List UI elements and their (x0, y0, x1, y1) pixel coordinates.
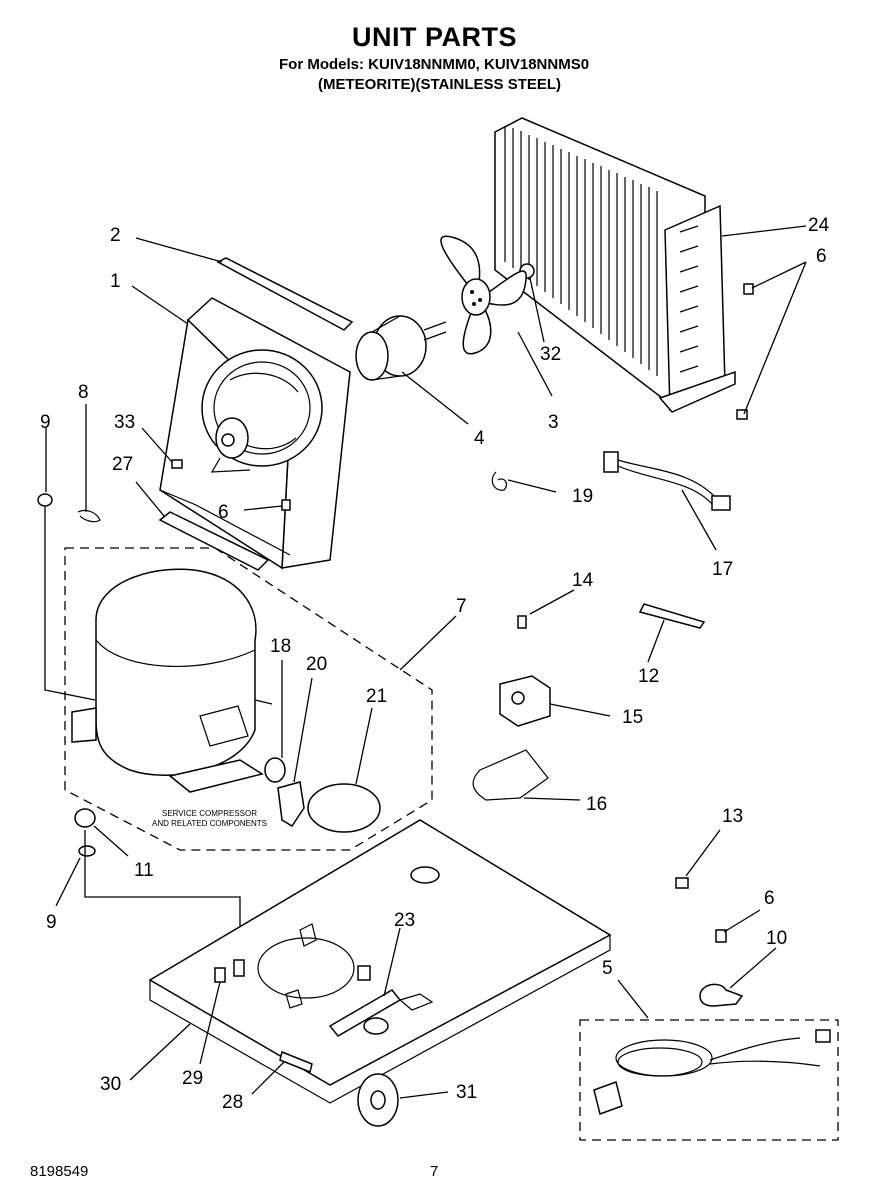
doc-number: 8198549 (30, 1163, 89, 1180)
page-title: UNIT PARTS (352, 22, 517, 52)
callout-19: 19 (572, 486, 593, 507)
screw-6-condenser-top (743, 283, 754, 295)
callout-16: 16 (586, 794, 607, 815)
callout-32: 32 (540, 344, 561, 365)
callout-21: 21 (366, 686, 387, 707)
cover-21 (307, 783, 381, 833)
callout-23: 23 (394, 910, 415, 931)
callout-28: 28 (222, 1092, 243, 1113)
callout-11: 11 (134, 860, 154, 881)
grommet-9-top (37, 493, 53, 507)
callout-10: 10 (766, 928, 787, 949)
relay-20 (277, 781, 305, 828)
clip-19 (491, 471, 508, 491)
bracket-16 (472, 749, 549, 801)
callout-9-bottom: 9 (46, 912, 57, 933)
callout-4: 4 (474, 428, 485, 449)
drier-23 (328, 965, 402, 1037)
overload-18 (264, 757, 286, 783)
solenoid-15 (499, 675, 551, 727)
power-cord-5 (593, 1029, 831, 1115)
callout-31: 31 (456, 1082, 477, 1103)
callouts: 2 1 8 9 33 27 6 24 6 32 3 4 19 17 14 7 1… (40, 215, 830, 1113)
callout-33: 33 (114, 412, 135, 433)
callout-8: 8 (78, 382, 89, 403)
screw-6-clamp (715, 929, 727, 943)
wire-harness-17 (603, 451, 731, 511)
callout-24: 24 (808, 215, 830, 236)
spacer-11 (74, 808, 96, 828)
callout-29: 29 (182, 1068, 203, 1089)
bracket-27 (158, 511, 270, 571)
callout-17: 17 (712, 559, 733, 580)
callout-2: 2 (110, 225, 121, 246)
models-line: For Models: KUIV18NNMM0, KUIV18NNMS0 (279, 56, 590, 73)
note-service-compressor: SERVICE COMPRESSOR (162, 809, 257, 818)
standoff (233, 959, 245, 977)
callout-6-shroud: 6 (218, 502, 229, 523)
callout-1: 1 (110, 271, 121, 292)
callout-9-top: 9 (40, 412, 51, 433)
fan-motor (355, 315, 447, 381)
callout-14: 14 (572, 570, 594, 591)
clamp-10 (699, 983, 744, 1007)
wheel-31 (357, 1073, 399, 1127)
note-related-components: AND RELATED COMPONENTS (152, 819, 267, 828)
callout-5: 5 (602, 958, 613, 979)
fan-blade (440, 235, 527, 355)
compressor-group-boundary (64, 547, 433, 851)
grommet-9-bottom (78, 845, 96, 857)
callout-6-clamp: 6 (764, 888, 775, 909)
tube-12 (638, 603, 706, 629)
sealing-strip (216, 257, 354, 331)
page-number: 7 (430, 1163, 439, 1180)
callout-6-condenser: 6 (816, 246, 827, 267)
callout-18: 18 (270, 636, 291, 657)
callout-3: 3 (548, 412, 559, 433)
fan-shroud (159, 297, 351, 570)
screw-14 (517, 615, 527, 629)
screw-6-condenser-bottom (736, 409, 748, 420)
leader-lines (45, 225, 807, 1099)
screw-33 (171, 459, 183, 469)
finish-line: (METEORITE)(STAINLESS STEEL) (318, 76, 562, 93)
callout-12: 12 (638, 666, 659, 687)
callout-15: 15 (622, 707, 643, 728)
screw-6-shroud (281, 499, 291, 511)
base-plate (148, 819, 612, 1104)
clip-8 (77, 509, 101, 523)
callout-30: 30 (100, 1074, 121, 1095)
power-cord-boundary (579, 1019, 839, 1141)
screw-13 (675, 877, 689, 889)
callout-20: 20 (306, 654, 327, 675)
callout-13: 13 (722, 806, 743, 827)
condenser-coil (494, 117, 736, 413)
callout-27: 27 (112, 454, 133, 475)
screw-28 (279, 1050, 313, 1074)
compressor (71, 568, 273, 793)
screw-29 (214, 967, 226, 983)
callout-7: 7 (456, 596, 467, 617)
